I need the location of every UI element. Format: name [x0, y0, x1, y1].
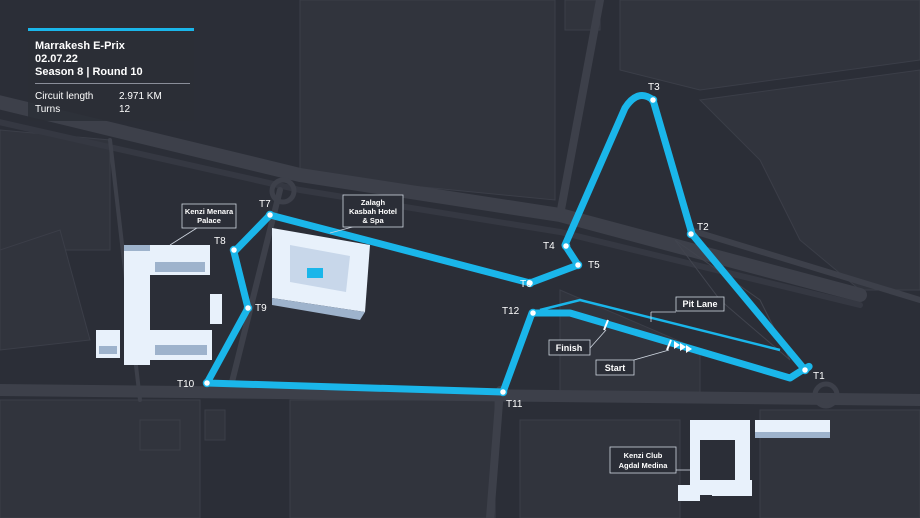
turn-dot-t6 — [525, 278, 535, 288]
info-accent-bar — [28, 28, 194, 31]
event-date: 02.07.22 — [35, 53, 78, 65]
callout-kenzi-menara-line1: Kenzi Menara — [185, 207, 234, 216]
tag-pit-lane-text: Pit Lane — [682, 299, 717, 309]
kenzi-club-buildings — [678, 420, 830, 501]
circuit-length-value: 2.971 KM — [119, 91, 162, 102]
turn-dot-t3 — [648, 95, 658, 105]
turn-dot-t12 — [528, 308, 538, 318]
callout-zalagh-line2: Kasbah Hotel — [349, 207, 397, 216]
turn-label-t2: T2 — [697, 222, 709, 233]
turn-dot-t1 — [800, 365, 810, 375]
turn-dot-t2 — [686, 229, 696, 239]
turn-label-t11: T11 — [506, 399, 523, 410]
info-divider — [35, 83, 190, 84]
callout-kenzi-club-line2: Agdal Medina — [619, 461, 669, 470]
event-season-round: Season 8 | Round 10 — [35, 66, 143, 78]
direction-arrows-icon — [674, 341, 692, 353]
turn-dot-t4 — [561, 241, 571, 251]
turns-label: Turns — [35, 104, 61, 115]
event-info-panel: Marrakesh E-Prix 02.07.22 Season 8 | Rou… — [28, 28, 194, 121]
turn-dot-t8 — [229, 245, 239, 255]
event-title: Marrakesh E-Prix — [35, 40, 125, 52]
callout-zalagh: Zalagh Kasbah Hotel & Spa — [329, 194, 404, 234]
kenzi-menara-buildings — [96, 245, 222, 365]
turn-label-t12: T12 — [502, 306, 520, 317]
turn-labels: T1 T2 T3 T4 T5 T6 T7 T8 T9 T10 T11 T12 — [177, 82, 825, 410]
turn-dot-t7 — [265, 210, 275, 220]
circuit-length-label: Circuit length — [35, 91, 94, 102]
turn-dot-t9 — [243, 303, 253, 313]
turn-dot-t5 — [573, 260, 583, 270]
roundabout-east — [812, 381, 840, 409]
tag-finish-text: Finish — [556, 343, 583, 353]
zalagh-kasbah-buildings — [272, 228, 370, 320]
turn-label-t4: T4 — [543, 241, 555, 252]
callout-zalagh-line1: Zalagh — [361, 198, 386, 207]
turn-markers — [202, 95, 810, 397]
callout-kenzi-menara: Kenzi Menara Palace — [169, 203, 237, 246]
turn-label-t3: T3 — [648, 82, 660, 93]
turn-label-t8: T8 — [214, 236, 226, 247]
callout-kenzi-menara-line2: Palace — [197, 216, 221, 225]
tag-finish: Finish — [548, 329, 607, 356]
turn-label-t9: T9 — [255, 303, 267, 314]
turn-label-t7: T7 — [259, 199, 271, 210]
turn-dot-t10 — [202, 378, 212, 388]
finish-line — [603, 319, 609, 331]
tag-start-text: Start — [605, 363, 626, 373]
callout-kenzi-club: Kenzi Club Agdal Medina — [609, 446, 690, 474]
pit-lane-path — [539, 298, 781, 352]
turn-label-t5: T5 — [588, 260, 600, 271]
turn-label-t6: T6 — [520, 279, 532, 290]
roundabout-west — [269, 177, 297, 205]
turn-label-t1: T1 — [813, 371, 825, 382]
turn-label-t10: T10 — [177, 379, 195, 390]
turn-dot-t11 — [498, 387, 508, 397]
start-line — [666, 339, 672, 351]
callout-zalagh-line3: & Spa — [362, 216, 384, 225]
turns-value: 12 — [119, 104, 131, 115]
tag-pit-lane: Pit Lane — [650, 296, 725, 322]
tag-start: Start — [595, 349, 670, 376]
callout-kenzi-club-line1: Kenzi Club — [624, 451, 663, 460]
